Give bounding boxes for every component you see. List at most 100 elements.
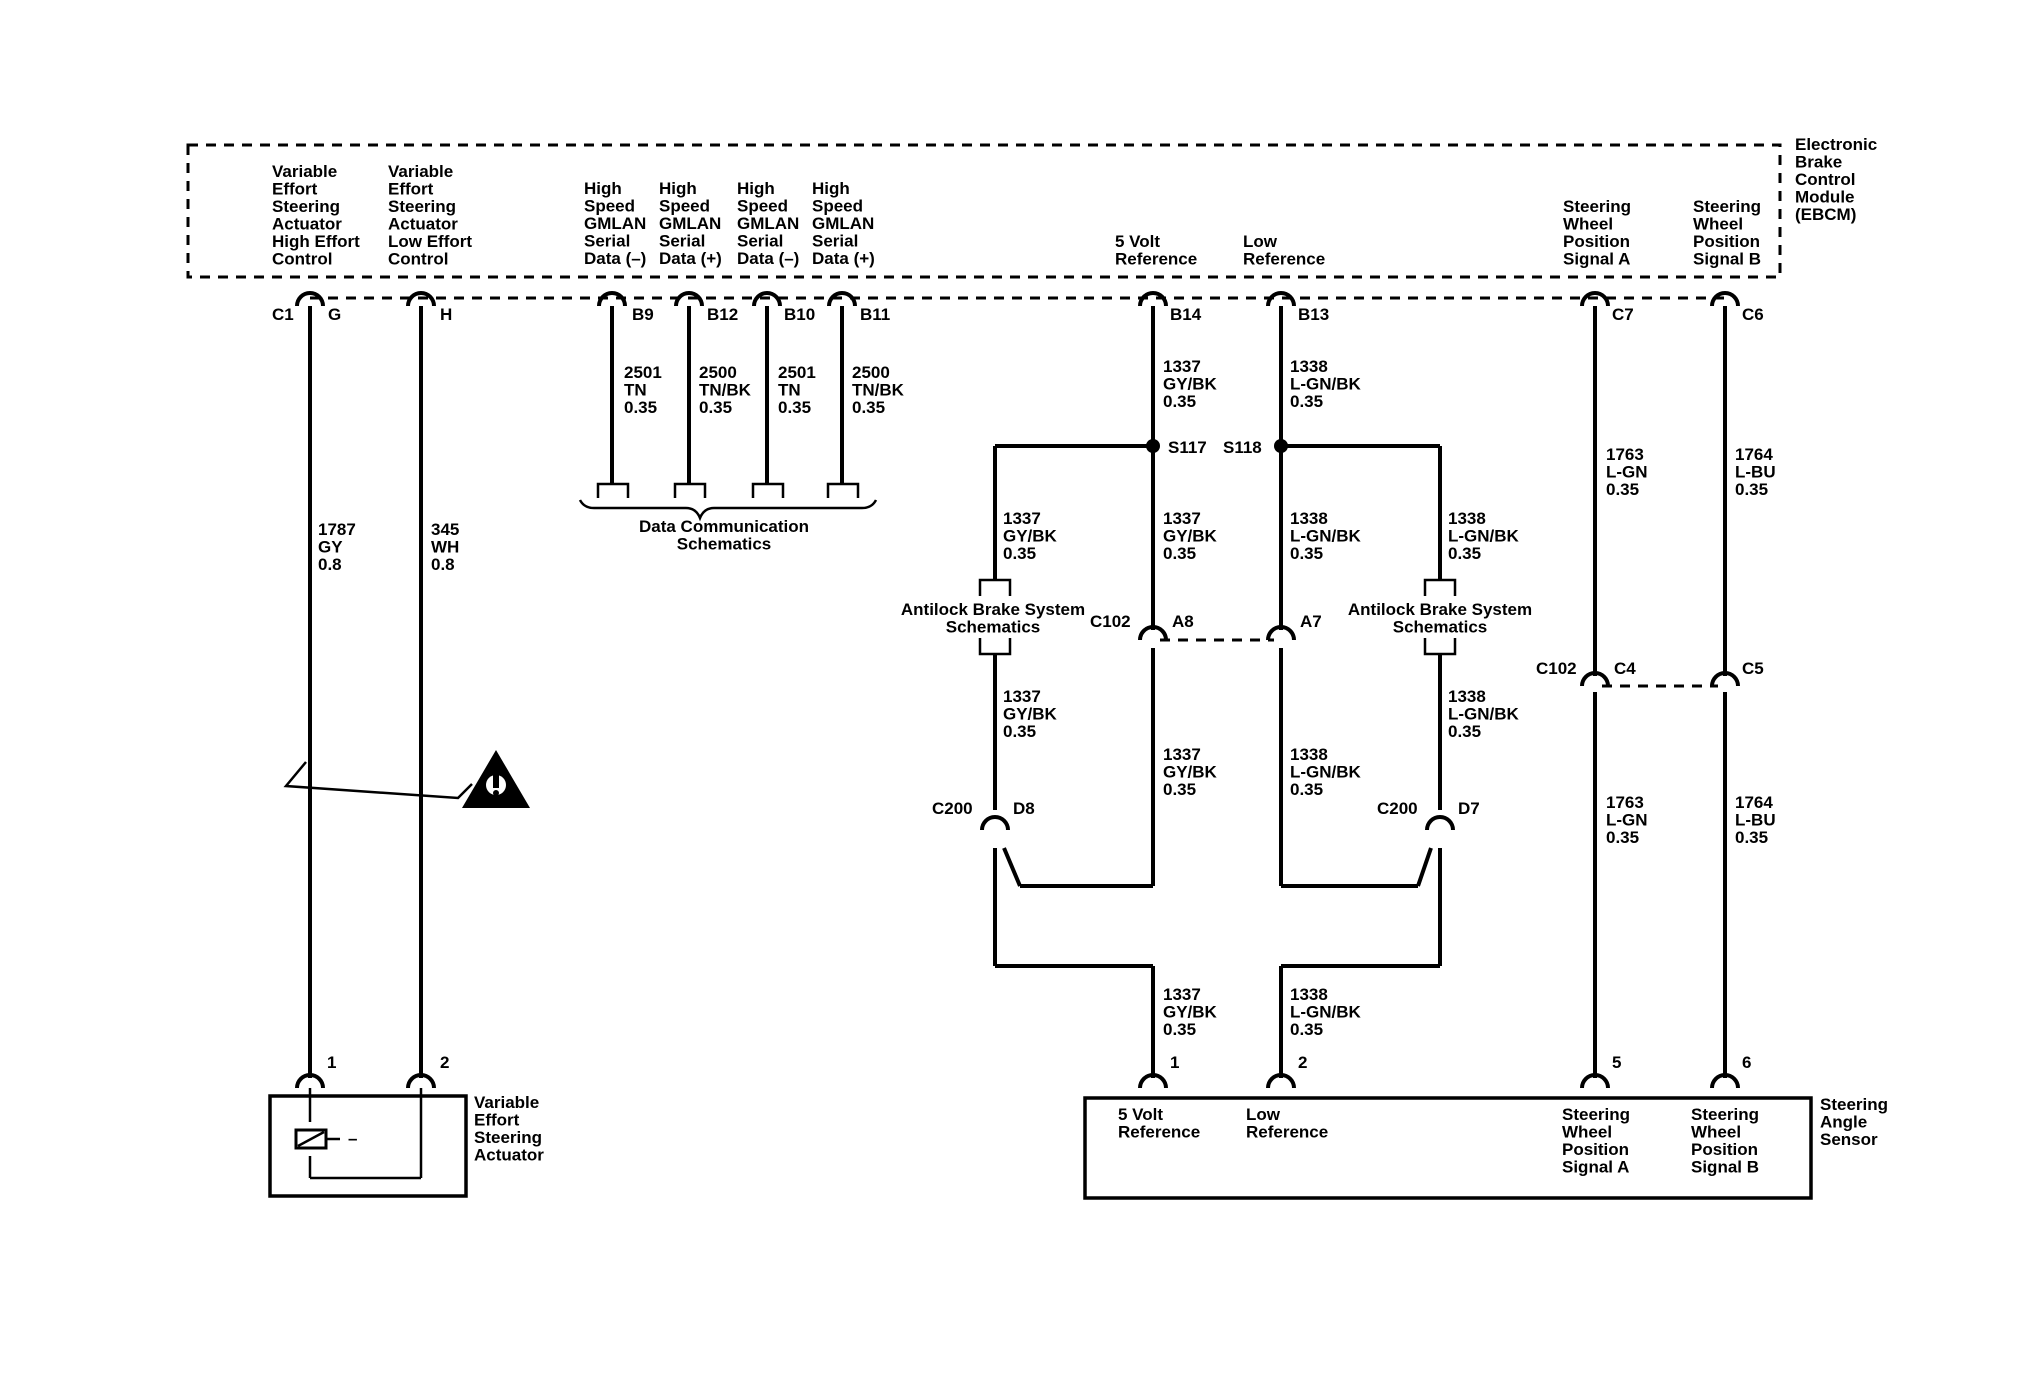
- terminal-c4: C4: [1614, 659, 1636, 678]
- label-line: High: [812, 179, 850, 198]
- label-line: TN/BK: [852, 381, 905, 400]
- splice-s118-label: S118: [1223, 438, 1262, 457]
- label-line: GMLAN: [737, 214, 799, 233]
- terminal-b13: B13: [1298, 305, 1329, 324]
- five-volt-network: [993, 306, 1155, 1078]
- label-line: 0.35: [1003, 544, 1036, 563]
- label-line: Data Communication: [639, 517, 809, 536]
- terminal-b11: B11: [860, 305, 890, 324]
- label-line: 1337: [1163, 985, 1201, 1004]
- label-line: 0.35: [1290, 544, 1323, 563]
- c1-terminals: [295, 291, 1740, 307]
- label-line: 0.35: [1163, 544, 1196, 563]
- terminal-b14: B14: [1170, 305, 1202, 324]
- terminal-c7: C7: [1612, 305, 1634, 324]
- c200-label-right: C200: [1377, 799, 1418, 818]
- label-line: Steering: [388, 197, 456, 216]
- label-line: Antilock Brake System: [1348, 600, 1532, 619]
- label-line: GMLAN: [812, 214, 874, 233]
- label-line: (EBCM): [1795, 205, 1856, 224]
- terminal-c6: C6: [1742, 305, 1764, 324]
- sas-pin-1: 1: [1170, 1053, 1179, 1072]
- splice-s117-label: S117: [1168, 438, 1207, 457]
- label-line: 5 Volt: [1115, 232, 1160, 251]
- label-line: Angle: [1820, 1113, 1867, 1132]
- warning-icon: [462, 750, 530, 808]
- label-line: Steering: [1693, 197, 1761, 216]
- label-line: 1338: [1290, 357, 1328, 376]
- label-line: Reference: [1115, 250, 1197, 269]
- label-line: 2500: [699, 363, 737, 382]
- terminal-b9: B9: [632, 305, 654, 324]
- label-line: L-GN/BK: [1290, 1003, 1362, 1022]
- label-line: 1764: [1735, 445, 1773, 464]
- label-line: 1337: [1003, 687, 1041, 706]
- label-line: Steering: [272, 197, 340, 216]
- label-line: Schematics: [677, 535, 772, 554]
- label-line: Effort: [388, 180, 434, 199]
- label-line: 0.35: [1290, 392, 1323, 411]
- label-line: 0.35: [624, 398, 657, 417]
- label-line: 1337: [1163, 357, 1201, 376]
- label-line: Brake: [1795, 153, 1842, 172]
- label-line: L-GN/BK: [1448, 705, 1520, 724]
- label-line: Variable: [474, 1093, 539, 1112]
- label-line: Steering: [1562, 1105, 1630, 1124]
- label-line: Position: [1693, 232, 1760, 251]
- label-line: Variable: [388, 162, 453, 181]
- label-line: 1338: [1290, 745, 1328, 764]
- label-line: Electronic: [1795, 135, 1877, 154]
- label-line: GY: [318, 538, 343, 557]
- gmlan-connector-stubs: [578, 482, 878, 522]
- label-line: 1337: [1003, 509, 1041, 528]
- swp-wires: [1593, 306, 1727, 1078]
- terminal-c5: C5: [1742, 659, 1764, 678]
- label-line: Serial: [584, 232, 630, 251]
- terminal-g: G: [328, 305, 341, 324]
- sas-pin-5: 5: [1612, 1053, 1621, 1072]
- label-line: L-GN/BK: [1290, 763, 1362, 782]
- label-line: 1338: [1448, 509, 1486, 528]
- label-line: Variable: [272, 162, 337, 181]
- label-line: Data (–): [584, 249, 646, 268]
- label-line: 0.35: [1163, 780, 1196, 799]
- label-line: 0.35: [1606, 828, 1639, 847]
- label-line: 1337: [1163, 745, 1201, 764]
- splice-s118: [1274, 439, 1288, 453]
- label-line: 0.35: [1290, 780, 1323, 799]
- c102-label-a: C102: [1090, 612, 1131, 631]
- label-line: Module: [1795, 188, 1855, 207]
- label-line: High: [584, 179, 622, 198]
- label-line: Actuator: [474, 1146, 544, 1165]
- label-line: Schematics: [1393, 618, 1488, 637]
- label-line: Speed: [737, 197, 788, 216]
- terminal-d8: D8: [1013, 799, 1035, 818]
- label-line: Serial: [659, 232, 705, 251]
- label-line: Data (–): [737, 249, 799, 268]
- label-line: 0.35: [1290, 1020, 1323, 1039]
- low-ref-network: [1279, 306, 1442, 1078]
- sas-pin-6: 6: [1742, 1053, 1751, 1072]
- solenoid-icon: [294, 1128, 340, 1150]
- label-line: Signal B: [1693, 250, 1761, 269]
- label-line: 0.35: [1163, 392, 1196, 411]
- abs-stubs: [978, 578, 1457, 656]
- label-line: 1763: [1606, 445, 1644, 464]
